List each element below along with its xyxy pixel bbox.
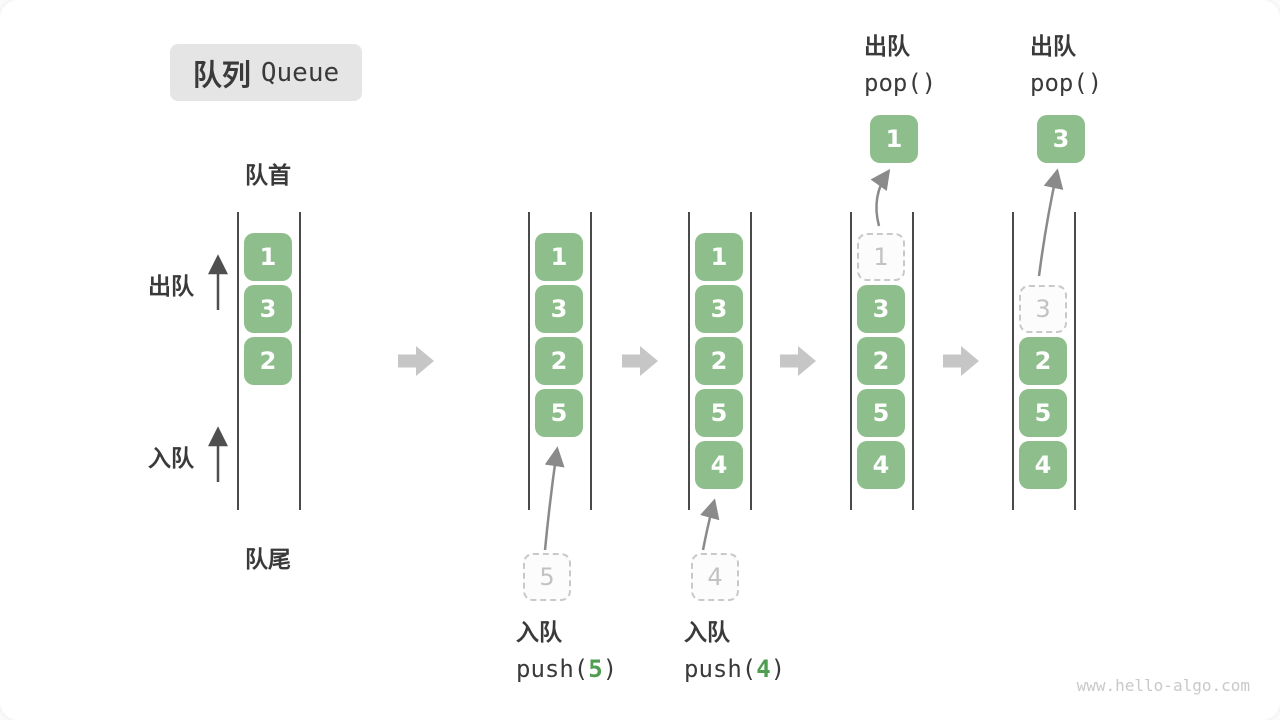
op-label-pop-1: 出队 pop() [864,28,936,102]
queue-slot: 2 [244,337,292,385]
label-dequeue-side: 出队 [148,273,194,299]
op-label-push-5: 入队 push(5) [516,614,617,688]
state-transition-arrow-3 [780,346,816,376]
queue-slot: 3 [244,285,292,333]
op-pop-2-zh: 出队 [1030,33,1076,59]
op-push-1-code: push(5) [516,655,618,683]
queue-slot: 2 [695,337,743,385]
title-badge: 队列 Queue [170,44,362,101]
title-en: Queue [260,57,340,88]
queue-slot: 3 [695,285,743,333]
queue-slot: 1 [535,233,583,281]
queue-column-3-right-line [750,212,752,510]
queue-slot: 2 [535,337,583,385]
label-queue-front: 队首 [245,162,291,188]
queue-slot: 4 [695,441,743,489]
state-transition-arrow-4 [943,346,979,376]
queue-slot: 5 [535,389,583,437]
op-pop-2-code: pop() [1030,69,1103,97]
enqueue-arrow-push-4 [700,498,720,551]
op-pop-1-code: pop() [864,69,937,97]
queue-column-4-right-line [912,212,914,510]
state-transition-arrow-2 [622,346,658,376]
queue-column-2-right-line [590,212,592,510]
enqueue-arrow-push-5 [543,446,565,551]
dequeue-arrow-pop-1 [870,168,891,227]
op-push-2-code: push(4) [684,655,786,683]
op-pop-1-zh: 出队 [864,33,910,59]
queue-slot: 4 [1019,441,1067,489]
queue-slot: 4 [857,441,905,489]
staged-value-box-4: 4 [691,553,739,601]
label-enqueue-side: 入队 [148,445,194,471]
queue-slot: 3 [857,285,905,333]
queue-column-5-right-line [1074,212,1076,510]
queue-slot-ghost: 3 [1019,285,1067,333]
watermark: www.hello-algo.com [1076,676,1250,695]
popped-value-box-3: 3 [1037,115,1085,163]
popped-value-box-1: 1 [870,115,918,163]
queue-column-2-left-line [528,212,530,510]
queue-column-3-left-line [688,212,690,510]
staged-value-box-5: 5 [523,553,571,601]
queue-slot: 5 [857,389,905,437]
state-transition-arrow-1 [398,346,434,376]
queue-column-1-left-line [237,212,239,510]
queue-slot: 5 [695,389,743,437]
label-queue-rear: 队尾 [245,546,291,572]
queue-slot: 3 [535,285,583,333]
dequeue-arrow-pop-3 [1037,168,1064,277]
queue-slot: 1 [695,233,743,281]
queue-column-4-left-line [850,212,852,510]
queue-slot: 5 [1019,389,1067,437]
queue-slot: 1 [244,233,292,281]
op-push-1-zh: 入队 [516,619,562,645]
op-push-2-zh: 入队 [684,619,730,645]
queue-slot-ghost: 1 [857,233,905,281]
op-label-pop-2: 出队 pop() [1030,28,1102,102]
queue-column-1-right-line [299,212,301,510]
queue-column-5-left-line [1012,212,1014,510]
queue-slot: 2 [857,337,905,385]
op-label-push-4: 入队 push(4) [684,614,785,688]
title-zh: 队列 [192,59,251,92]
queue-slot: 2 [1019,337,1067,385]
